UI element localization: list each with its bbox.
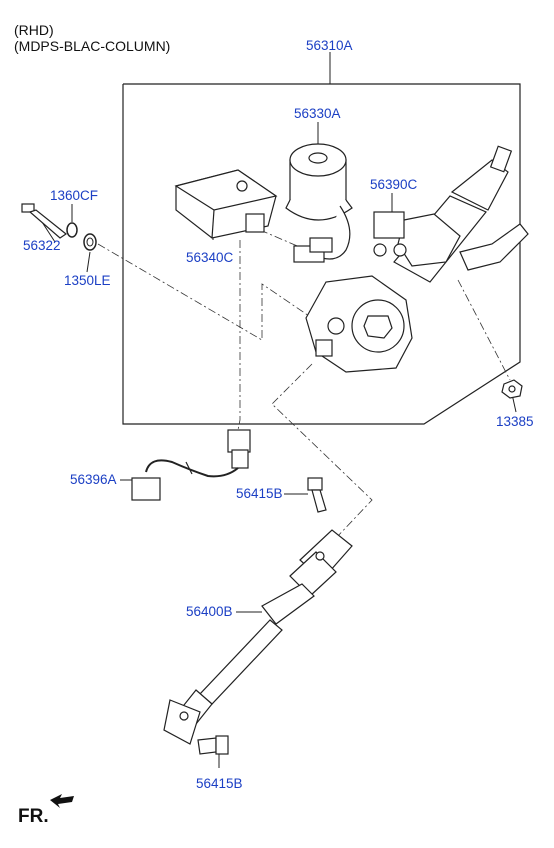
steering-column xyxy=(393,145,529,283)
label-56400b: 56400B xyxy=(186,604,233,619)
label-56415b-top: 56415B xyxy=(236,486,283,501)
label-56310a: 56310A xyxy=(306,38,353,53)
label-56330a: 56330A xyxy=(294,106,341,121)
washer-1350le xyxy=(83,233,97,251)
label-56340c: 56340C xyxy=(186,250,234,265)
assembly-outline xyxy=(122,83,521,425)
nut-13385 xyxy=(501,379,523,399)
bolt-56322 xyxy=(21,203,68,239)
label-56415b-bottom: 56415B xyxy=(196,776,243,791)
washer-1360cf xyxy=(66,222,78,238)
column-housing xyxy=(305,275,413,373)
label-56396a: 56396A xyxy=(70,472,117,487)
diagram-subtitle-variant: (MDPS-BLAC-COLUMN) xyxy=(14,38,171,54)
label-13385: 13385 xyxy=(496,414,534,429)
bolt-56415b-bottom xyxy=(197,735,229,755)
label-56390c: 56390C xyxy=(370,177,418,192)
ecu-module xyxy=(174,169,278,239)
diagram-subtitle-rhd: (RHD) xyxy=(14,22,54,38)
lock-bracket xyxy=(373,211,407,257)
motor-connector xyxy=(293,237,333,263)
bolt-56415b-top xyxy=(307,477,327,513)
reference-lines xyxy=(97,229,511,539)
intermediate-shaft xyxy=(163,529,353,745)
label-56322: 56322 xyxy=(23,238,61,253)
label-1360cf: 1360CF xyxy=(50,188,99,203)
front-direction-label: FR. xyxy=(18,806,49,827)
label-1350le: 1350LE xyxy=(64,273,111,288)
wiring-harness xyxy=(131,429,251,501)
leader-lines xyxy=(41,52,517,768)
motor-unit xyxy=(285,143,353,260)
front-direction-arrow xyxy=(50,794,74,808)
